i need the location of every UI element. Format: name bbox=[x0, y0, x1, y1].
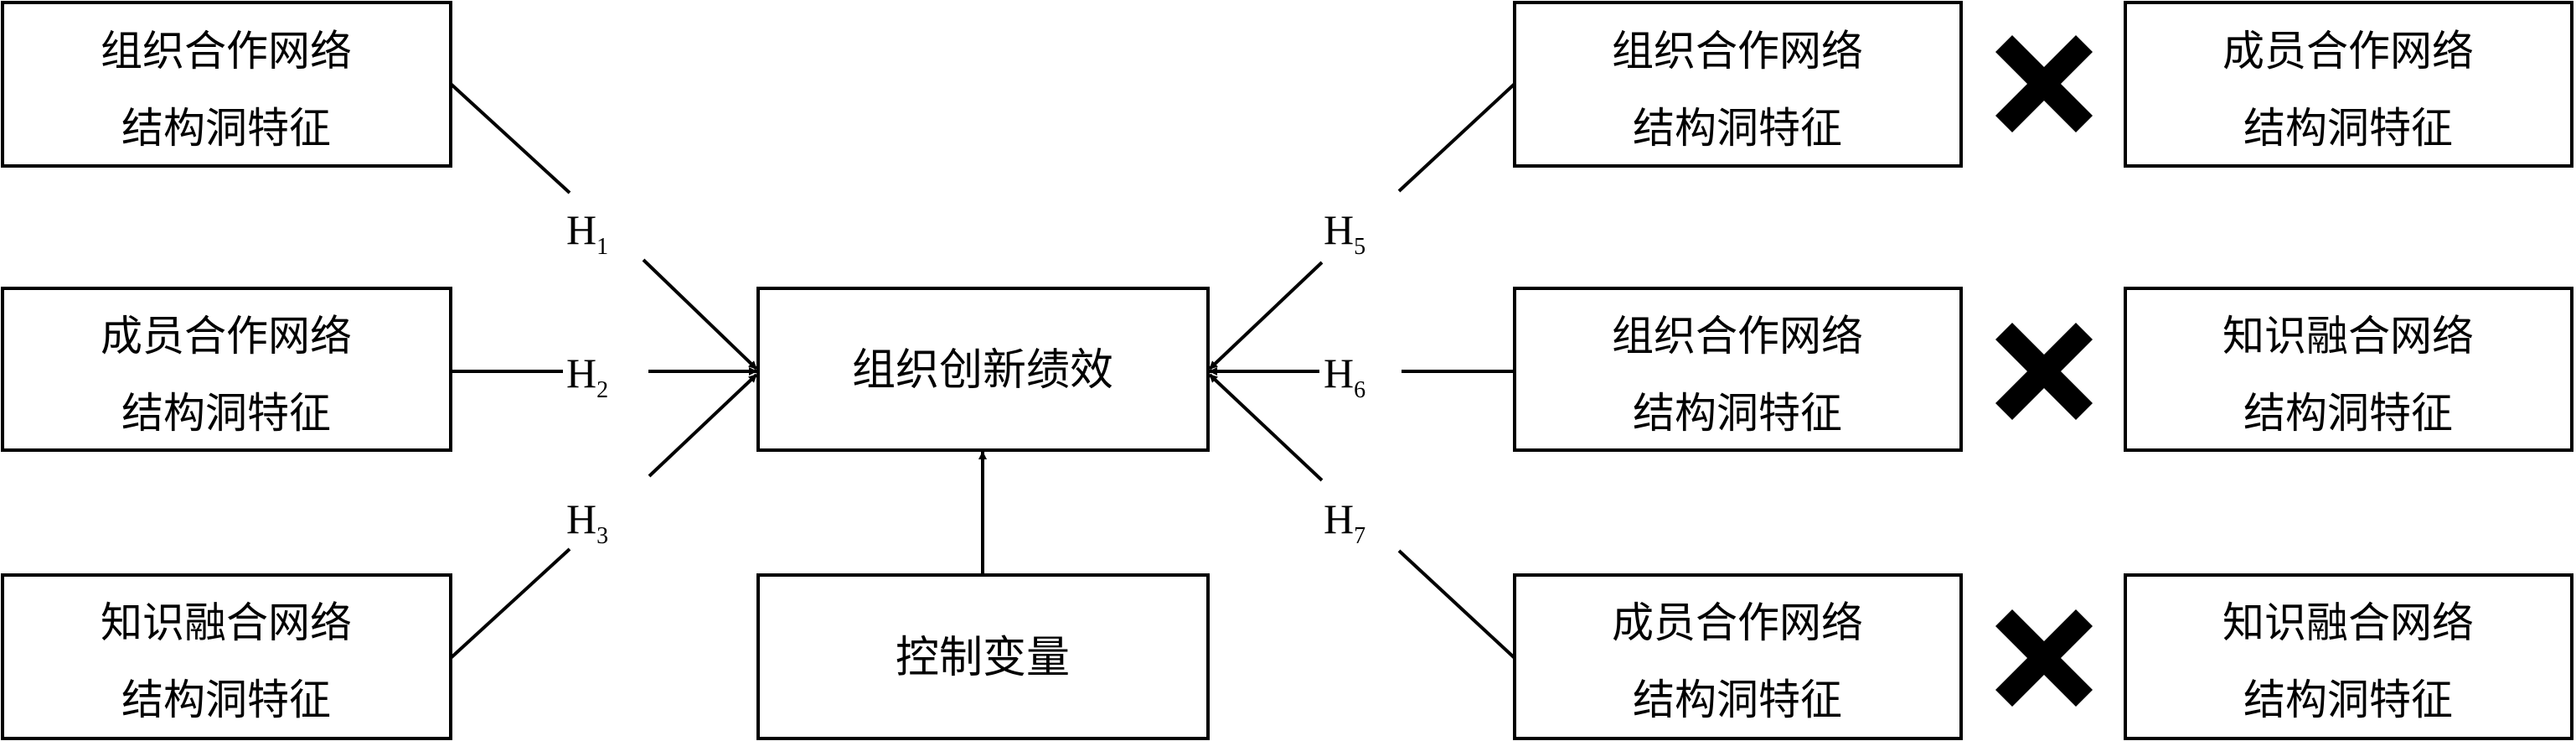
left-box-knowledge-network: 知识融合网络 结构洞特征 bbox=[1, 573, 452, 740]
cross-icon bbox=[1995, 323, 2093, 420]
right-pair-3-left-box: 成员合作网络 结构洞特征 bbox=[1513, 573, 1963, 740]
hypothesis-label-h7: H7 bbox=[1324, 495, 1365, 549]
left-box-member-network: 成员合作网络 结构洞特征 bbox=[1, 287, 452, 452]
connector-h5-upper bbox=[1397, 82, 1516, 193]
hypothesis-label-h5: H5 bbox=[1324, 206, 1365, 260]
right-pair-1-right-line1: 成员合作网络 bbox=[2222, 27, 2474, 75]
left-box-3-line1: 知识融合网络 bbox=[101, 598, 352, 647]
right-pair-1-left-box: 组织合作网络 结构洞特征 bbox=[1513, 1, 1963, 168]
right-pair-1-right-box: 成员合作网络 结构洞特征 bbox=[2124, 1, 2573, 168]
right-pair-1: 组织合作网络 结构洞特征 成员合作网络 结构洞特征 bbox=[1513, 1, 2573, 168]
right-pair-2-right-box: 知识融合网络 结构洞特征 bbox=[2124, 287, 2573, 452]
left-box-1-line2: 结构洞特征 bbox=[121, 104, 331, 153]
hypothesis-label-h3: H3 bbox=[566, 495, 608, 549]
cross-icon bbox=[1995, 609, 2093, 707]
connector-h1-upper bbox=[449, 82, 571, 194]
cross-icon bbox=[1995, 35, 2093, 132]
left-box-3-line2: 结构洞特征 bbox=[121, 676, 331, 724]
right-pair-3: 成员合作网络 结构洞特征 知识融合网络 结构洞特征 bbox=[1513, 573, 2573, 740]
connector-h7-lower bbox=[1397, 549, 1516, 660]
center-box-label: 组织创新绩效 bbox=[852, 345, 1113, 396]
right-pair-2: 组织合作网络 结构洞特征 知识融合网络 结构洞特征 bbox=[1513, 287, 2573, 452]
connector-h7-arrow bbox=[1208, 373, 1324, 482]
control-variables-box: 控制变量 bbox=[756, 573, 1210, 740]
right-pair-1-left-line2: 结构洞特征 bbox=[1633, 104, 1842, 153]
hypothesis-label-h1: H1 bbox=[566, 206, 608, 260]
left-box-1-line1: 组织合作网络 bbox=[101, 27, 352, 75]
right-pair-1-left-line1: 组织合作网络 bbox=[1612, 27, 1863, 75]
right-pair-3-left-line1: 成员合作网络 bbox=[1612, 598, 1863, 647]
connector-h5-arrow bbox=[1208, 261, 1324, 370]
right-pair-2-right-line2: 结构洞特征 bbox=[2243, 389, 2453, 438]
right-pair-3-right-line2: 结构洞特征 bbox=[2243, 676, 2453, 724]
center-box-innovation-performance: 组织创新绩效 bbox=[756, 287, 1210, 452]
left-box-organization-network: 组织合作网络 结构洞特征 bbox=[1, 1, 452, 168]
connector-h1-arrow bbox=[642, 258, 758, 370]
right-pair-2-right-line1: 知识融合网络 bbox=[2222, 312, 2474, 360]
right-pair-3-right-box: 知识融合网络 结构洞特征 bbox=[2124, 573, 2573, 740]
right-pair-2-left-line2: 结构洞特征 bbox=[1633, 389, 1842, 438]
connector-h3-lower bbox=[449, 547, 571, 660]
hypothesis-label-h6: H6 bbox=[1324, 350, 1365, 403]
right-pair-3-left-line2: 结构洞特征 bbox=[1633, 676, 1842, 724]
left-box-2-line2: 结构洞特征 bbox=[121, 389, 331, 438]
right-pair-2-left-box: 组织合作网络 结构洞特征 bbox=[1513, 287, 1963, 452]
connector-h3-arrow bbox=[648, 373, 758, 478]
right-pair-3-right-line1: 知识融合网络 bbox=[2222, 598, 2474, 647]
control-box-label: 控制变量 bbox=[896, 633, 1070, 683]
hypothesis-label-h2: H2 bbox=[566, 350, 608, 403]
right-pair-2-left-line1: 组织合作网络 bbox=[1612, 312, 1863, 360]
left-box-2-line1: 成员合作网络 bbox=[101, 312, 352, 360]
right-pair-1-right-line2: 结构洞特征 bbox=[2243, 104, 2453, 153]
